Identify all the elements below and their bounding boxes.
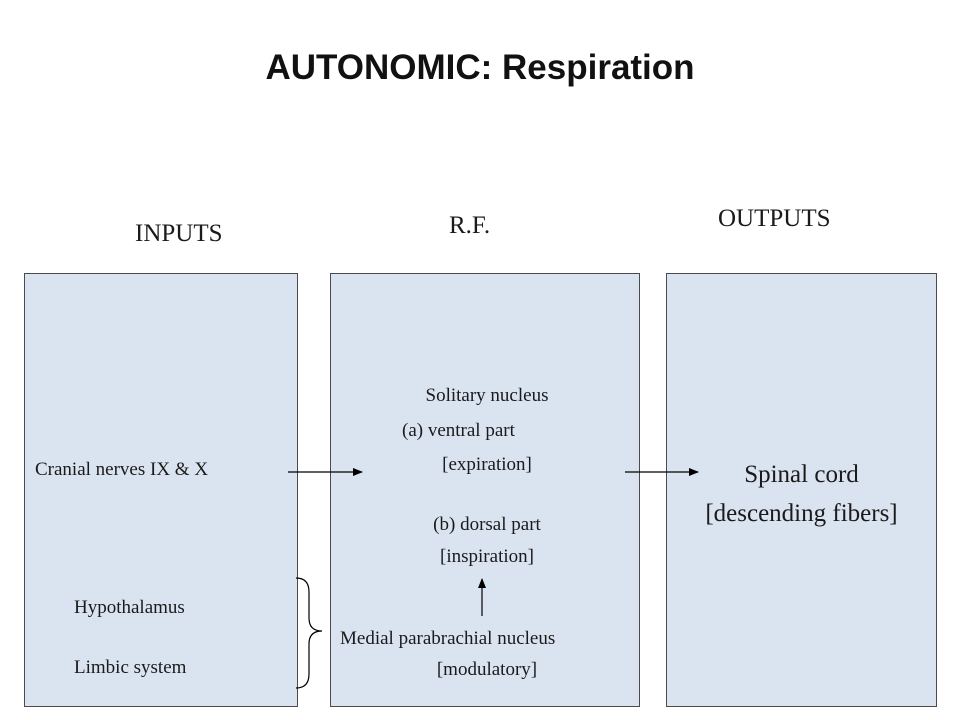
- inputs-box: [24, 273, 298, 707]
- expiration-label: [expiration]: [442, 454, 532, 475]
- rf-box: [330, 273, 640, 707]
- modulatory-label: [modulatory]: [436, 659, 538, 680]
- hypothalamus-label: Hypothalamus: [74, 597, 185, 618]
- limbic-system-label: Limbic system: [74, 657, 187, 678]
- ventral-part-label: (a) ventral part: [402, 420, 515, 441]
- inputs-heading: INPUTS: [135, 220, 223, 247]
- dorsal-part-label: (b) dorsal part: [433, 514, 541, 535]
- medial-parabrachial-label: Medial parabrachial nucleus: [340, 628, 556, 649]
- solitary-nucleus-label: Solitary nucleus: [425, 385, 549, 406]
- page-title: AUTONOMIC: Respiration: [265, 48, 695, 87]
- grouping-brace: [295, 577, 323, 689]
- spinal-cord-label: Spinal cord: [744, 461, 859, 488]
- outputs-box: [666, 273, 937, 707]
- outputs-heading: OUTPUTS: [718, 205, 831, 232]
- inspiration-label: [inspiration]: [440, 546, 534, 567]
- cranial-nerves-label: Cranial nerves IX & X: [35, 459, 209, 480]
- rf-heading: R.F.: [449, 212, 491, 239]
- descending-fibers-label: [descending fibers]: [705, 500, 898, 527]
